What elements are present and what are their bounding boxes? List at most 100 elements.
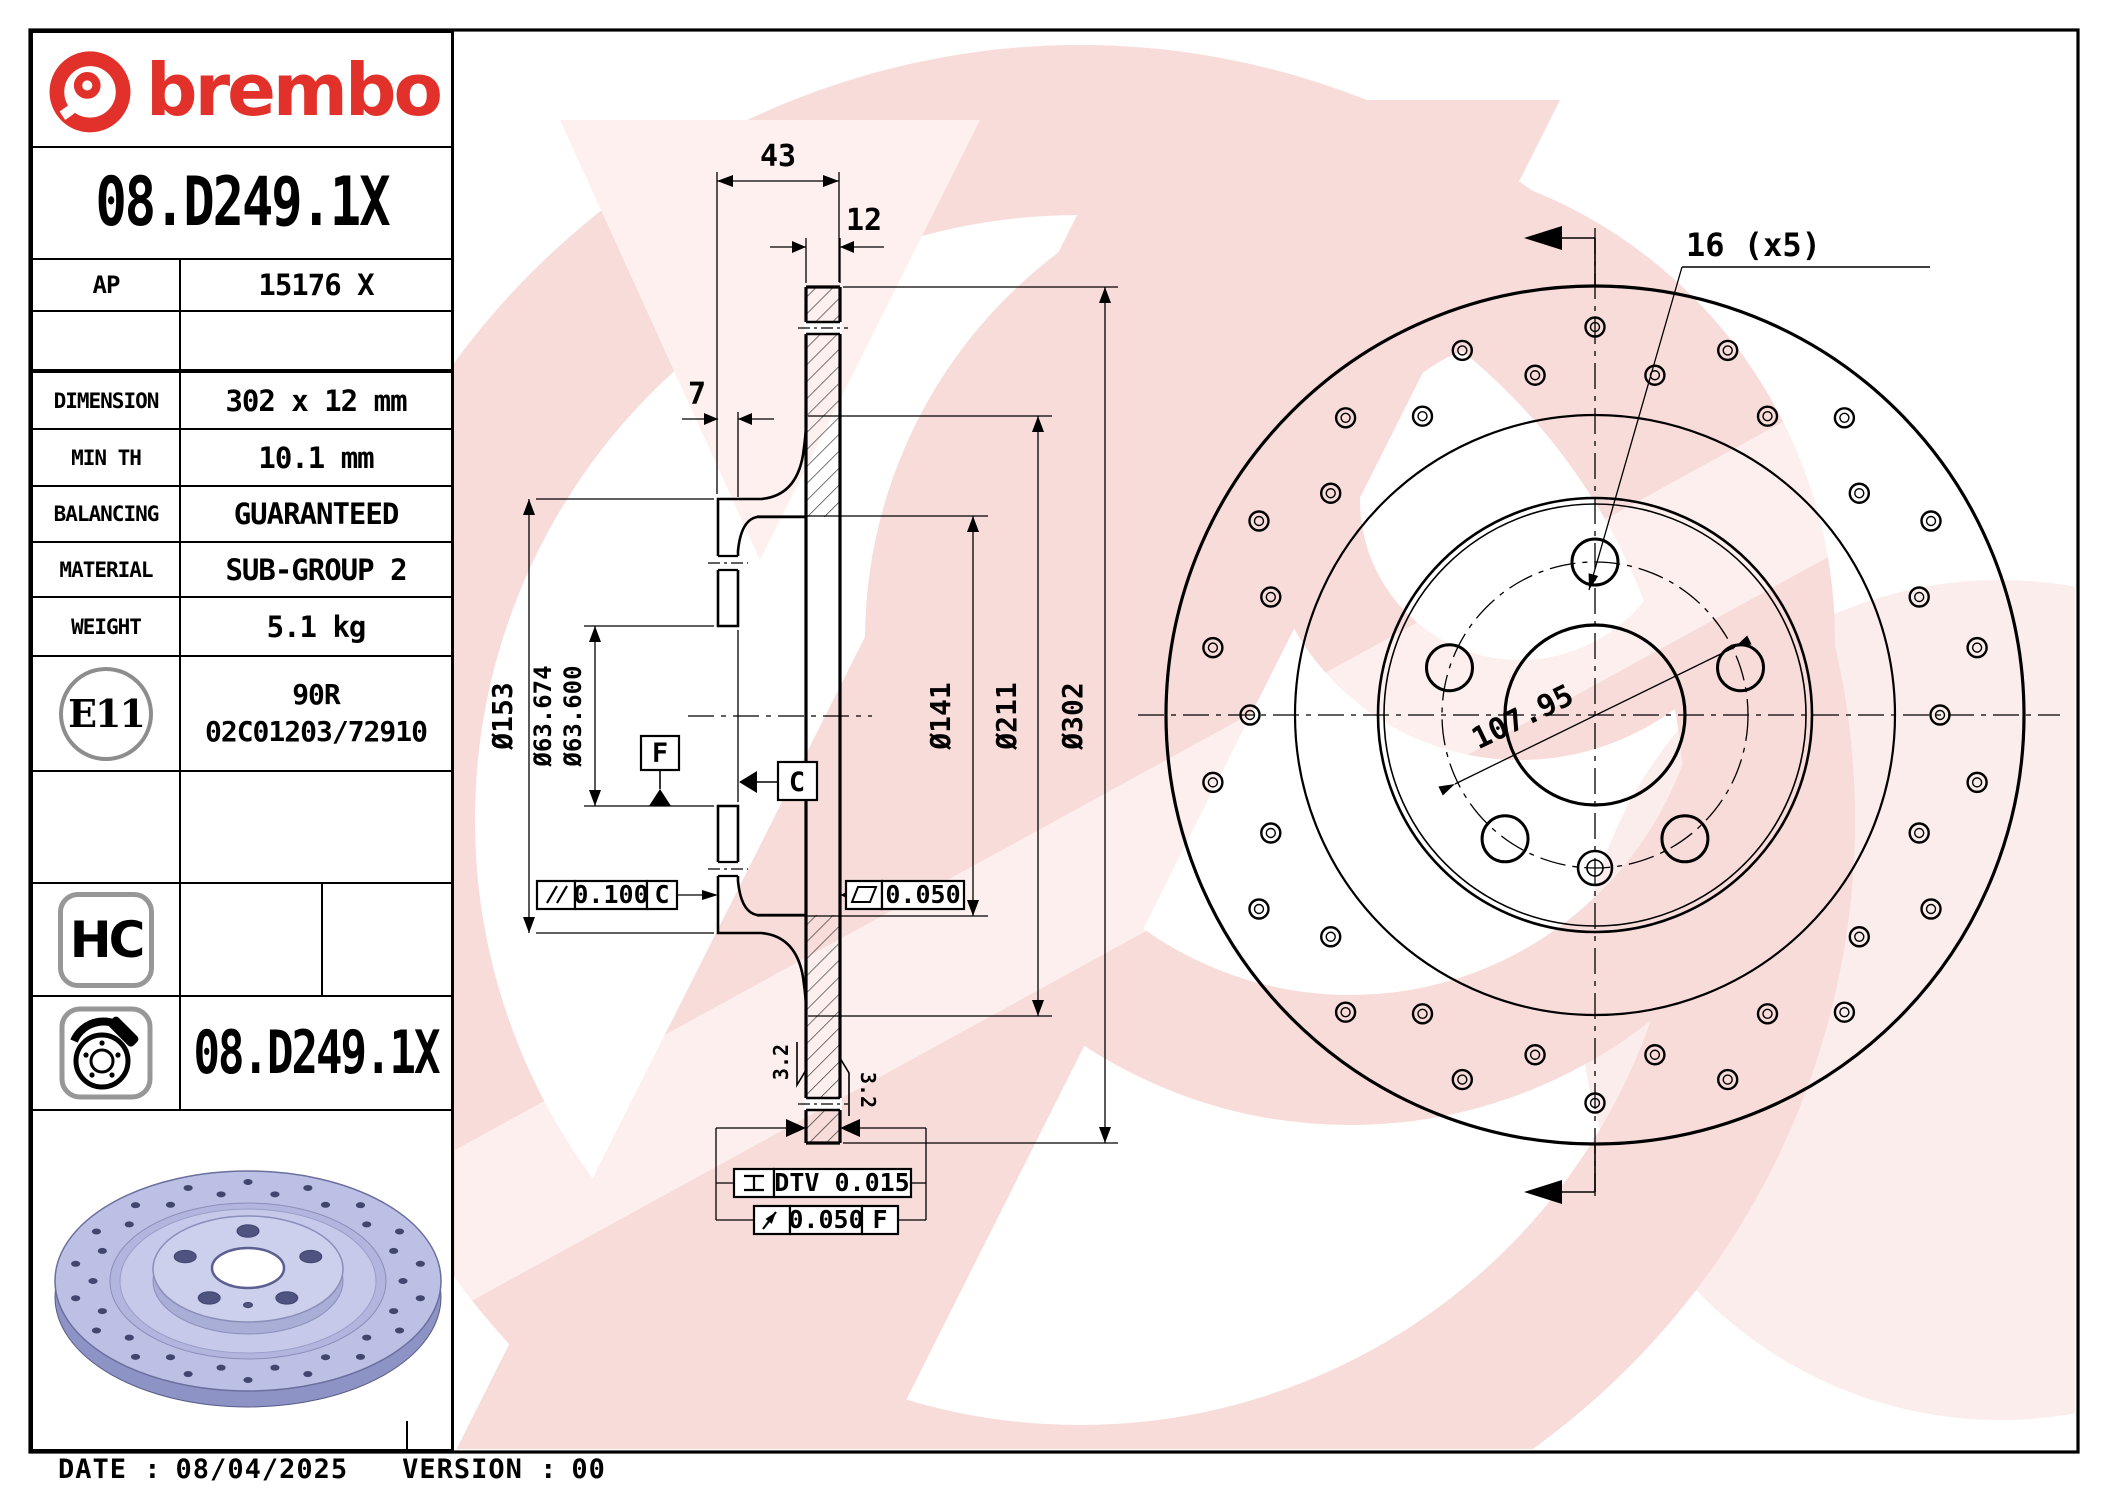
spec-label: BALANCING [33,487,181,541]
hole [1457,1074,1468,1085]
hole [1717,339,1739,362]
render-row [33,1111,451,1449]
gdt-flatness: 0.050 [840,879,966,911]
hole [1925,903,1937,915]
hole [1451,1068,1473,1091]
spec-row-empty [33,312,451,373]
dtv-value: DTV 0.015 [774,1168,909,1197]
hole [1260,586,1282,608]
brembo-watermark [305,45,2075,1449]
hole [1920,510,1942,532]
version-label: VERSION : [402,1454,558,1485]
render-hole [398,1277,408,1284]
date-label: DATE : [58,1454,162,1485]
render-hole [97,1247,107,1254]
hole [1722,1074,1733,1085]
hole [1722,345,1733,356]
hole [1411,1003,1434,1025]
hc-badge: HC [58,891,154,988]
homologation-row: E11 90R 02C01203/72910 [33,657,451,772]
title-block: brembo 08.D249.1X AP 15176 X DIMENSION 3… [30,30,454,1452]
dim-153: Ø153 [486,498,714,934]
render-hole [124,1334,134,1341]
spec-value [181,312,451,369]
datum-c: C [737,630,819,802]
brembo-logo-icon [49,50,131,132]
roughness-right: 3.2 [839,1057,880,1116]
spec-label: WEIGHT [33,598,181,655]
hole [1202,771,1224,794]
render-hole [71,1295,81,1302]
hat-inner-circle [1383,503,1807,927]
generated-holes [1202,316,1988,1114]
dim-43: 43 [716,139,840,494]
render-hole [303,1184,313,1191]
spec-row-weight: WEIGHT 5.1 kg [33,598,451,657]
drill-hole-section-lower [798,1096,848,1112]
parallelism-datum: C [654,880,669,909]
dim-bore: Ø63.674 Ø63.600 [529,625,714,807]
hole [1457,345,1468,356]
spec-value: 5.1 kg [266,609,367,644]
logo-row: brembo [33,33,451,148]
dim-7: 7 [682,377,774,497]
bolt-circle [1441,561,1749,869]
datum-f-label: F [652,738,668,769]
hole [1265,591,1277,603]
dim-bore-min-label: Ø63.600 [559,665,587,767]
locating-hole-inner [1586,859,1604,877]
render-hole [130,1353,141,1360]
hole [1644,364,1666,386]
hole [1913,591,1925,603]
hole [1340,1007,1351,1018]
render-hole [97,1308,107,1315]
render-hole [243,1376,253,1383]
hole [1966,771,1988,794]
dim-153-label: Ø153 [486,682,519,750]
gdt-parallelism: 0.100 C [535,879,718,911]
footer: DATE : 08/04/2025 VERSION : 00 [58,1454,606,1485]
render-hole [183,1184,193,1191]
hole [1966,636,1988,659]
hole [1334,407,1357,429]
hole [1202,636,1224,659]
hole [1584,1092,1606,1114]
dim-7-label: 7 [688,377,706,412]
render-hole [362,1334,372,1341]
part-icon-row: 08.D249.1X [33,997,451,1111]
band-inner-circle [1293,413,1897,1017]
hole [1848,926,1870,948]
flatness-value: 0.050 [885,880,960,909]
gdt-dtv-runout: DTV 0.015 0.050 F [715,1119,927,1236]
render-hole [243,1301,253,1309]
hole [1529,370,1541,381]
dim-12-label: 12 [846,203,882,238]
hole [1207,777,1219,788]
spec-value: SUB-GROUP 2 [225,552,407,587]
hole [1260,822,1282,844]
render-hole [270,1191,280,1198]
e-mark-badge: E11 [59,666,153,761]
render-hole [165,1354,176,1361]
locating-hole-outer [1576,849,1614,887]
blank-row [33,772,451,884]
render-hole [216,1191,226,1198]
hole [1839,1007,1850,1018]
hole [1239,704,1261,726]
hole [1908,822,1930,844]
render-hole [320,1201,331,1208]
version-value: 00 [571,1454,606,1485]
holes-callout: 16 (x5) [1588,226,1930,591]
dim-211-label: Ø211 [990,682,1023,750]
render-hole [91,1327,102,1334]
hole [1934,709,1946,721]
runout-datum: F [872,1205,887,1234]
spec-label: MIN TH [33,430,181,485]
hole [1584,316,1606,338]
dim-211: Ø211 [808,415,1052,1017]
homologation-line1: 90R [292,678,341,712]
section-arrow-top [1524,226,1596,286]
datum-c-label: C [789,767,805,798]
bolt-hole-section-lower [708,860,748,878]
hole [1756,1003,1779,1025]
